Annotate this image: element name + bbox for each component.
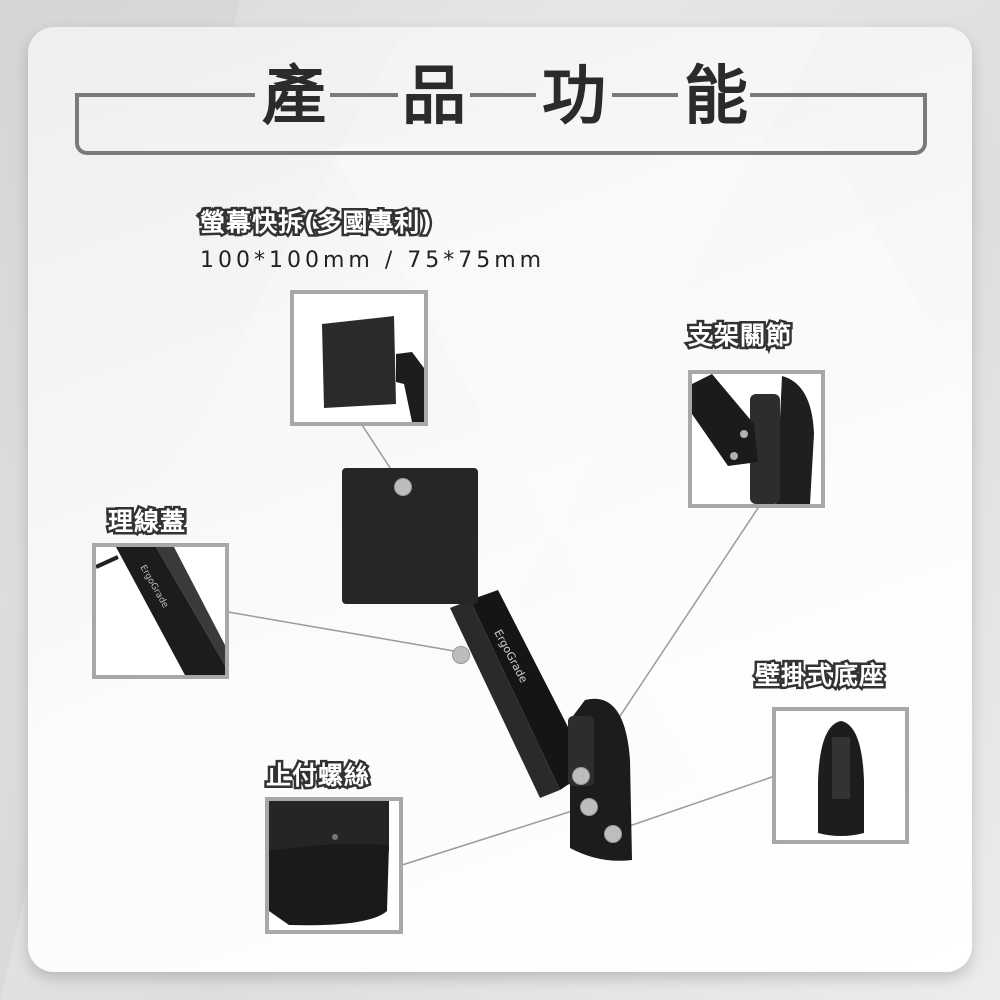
wall-base-icon	[818, 721, 864, 836]
title-rule	[612, 93, 678, 97]
feature-label-quick-release: 螢幕快拆(多國專利)	[198, 206, 435, 240]
page-title-char: 能	[684, 60, 748, 134]
page-title-char: 功	[542, 60, 606, 134]
callout-dot-wall-base	[604, 825, 622, 843]
photo-arm-joint	[688, 370, 825, 508]
title-rule	[75, 93, 255, 97]
callout-dot-quick-release	[394, 478, 412, 496]
photo-quick-release	[290, 290, 428, 426]
photo-stop-screw	[265, 797, 403, 934]
cable-cover-icon: ErgoGrade	[96, 547, 225, 675]
page-title-char: 品	[402, 60, 466, 134]
callout-dot-cable-cover	[452, 646, 470, 664]
feature-spec-vesa: 100*100mm / 75*75mm	[200, 248, 546, 273]
callout-dot-stop-screw	[580, 798, 598, 816]
title-frame	[75, 93, 927, 155]
feature-label-wall-base: 壁掛式底座	[752, 659, 886, 693]
page-title-char: 產	[262, 60, 326, 134]
title-rule	[330, 93, 398, 97]
vesa-plate-icon	[322, 316, 424, 422]
feature-label-cable-cover: 理線蓋	[105, 505, 187, 539]
stop-screw-icon	[269, 801, 389, 926]
arm-joint-icon	[692, 374, 814, 504]
callout-dot-arm-joint	[572, 767, 590, 785]
feature-label-arm-joint: 支架關節	[685, 319, 793, 353]
title-rule	[750, 93, 927, 97]
photo-cable-cover: ErgoGrade	[92, 543, 229, 679]
feature-label-stop-screw: 止付螺絲	[263, 759, 371, 793]
title-rule	[470, 93, 536, 97]
photo-wall-base	[772, 707, 909, 844]
